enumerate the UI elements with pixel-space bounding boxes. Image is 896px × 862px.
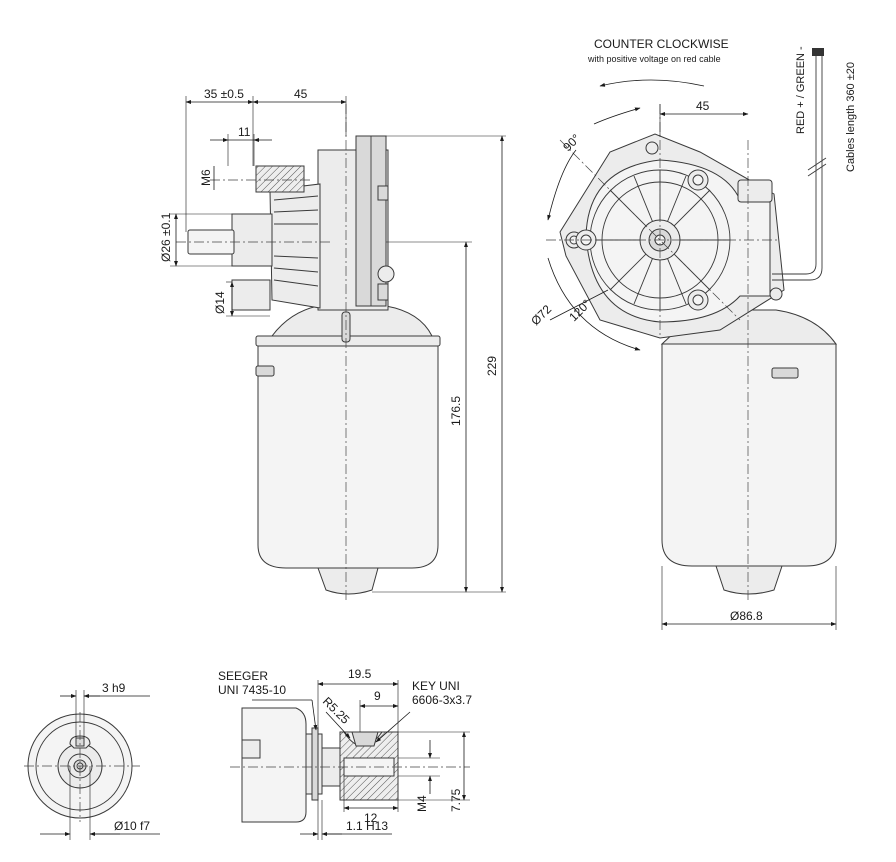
dim-section-height: 7.75	[449, 788, 463, 812]
dim-section-key-len: 9	[374, 689, 381, 703]
front-tab	[771, 367, 799, 379]
screw-bottom	[377, 283, 389, 301]
front-view: COUNTER CLOCKWISE with positive voltage …	[528, 37, 857, 630]
motor-can	[257, 339, 439, 569]
screw-top	[377, 185, 389, 201]
key-label-1: KEY UNI	[412, 679, 460, 693]
dim-housing-height: 176.5	[449, 396, 463, 426]
key-label-2: 6606-3x3.7	[412, 693, 472, 707]
seeger-label-2: UNI 7435-10	[218, 683, 286, 697]
dim-section-groove: 1.1 H13	[346, 819, 388, 833]
dim-shaft-diameter: Ø10 f7	[114, 819, 150, 833]
rotation-subtitle: with positive voltage on red cable	[587, 54, 721, 64]
dim-section-length: 19.5	[348, 667, 372, 681]
dim-angle-top: 90°	[560, 131, 583, 154]
ground-screw	[377, 265, 395, 283]
shaft-body	[231, 279, 271, 311]
front-end-cap	[715, 565, 783, 595]
dim-overall-height: 229	[485, 356, 499, 376]
dim-thread: M6	[199, 169, 213, 186]
front-motor-can	[661, 343, 837, 567]
dim-shaft-body: Ø14	[213, 291, 227, 314]
end-cap	[317, 567, 379, 595]
cable-polarity: RED + / GREEN -	[795, 46, 807, 134]
dim-section-radius: R5.25	[320, 694, 353, 727]
side-tab	[255, 365, 275, 377]
cable-ends	[812, 48, 824, 56]
gear-ribs	[269, 183, 321, 309]
dim-width: 45	[696, 99, 710, 113]
cable-boss	[737, 179, 773, 203]
seeger-label-1: SEEGER	[218, 669, 268, 683]
dim-section-thread: M4	[415, 795, 429, 812]
pilot-hub	[231, 213, 273, 267]
dim-motor-diameter: Ø86.8	[730, 609, 763, 623]
shaft-end-view: 3 h9 Ø10 f7	[24, 681, 160, 840]
dim-offset: 35 ±0.5	[204, 87, 244, 101]
section-housing	[241, 707, 307, 823]
dim-section-thread-depth: 12	[364, 811, 378, 825]
dim-key-gap: 11	[238, 125, 251, 139]
side-view: 35 ±0.5 45 11 M6 Ø26 ±0.1 Ø14 176.5 229	[159, 87, 506, 600]
rotation-arrow	[593, 107, 641, 125]
dim-key-width: 3 h9	[102, 681, 126, 695]
dim-pilot: Ø26 ±0.1	[159, 212, 173, 262]
dim-flange: 45	[294, 87, 308, 101]
rotation-title: COUNTER CLOCKWISE	[594, 37, 729, 51]
cable-length: Cables length 360 ±20	[845, 62, 857, 172]
dim-bolt-circle: Ø72	[528, 302, 554, 328]
threaded-mount	[255, 165, 305, 193]
cable	[772, 54, 817, 275]
shaft-section: SEEGER UNI 7435-10 KEY UNI 6606-3x3.7 19…	[218, 667, 472, 840]
woodruff-key	[351, 731, 379, 747]
